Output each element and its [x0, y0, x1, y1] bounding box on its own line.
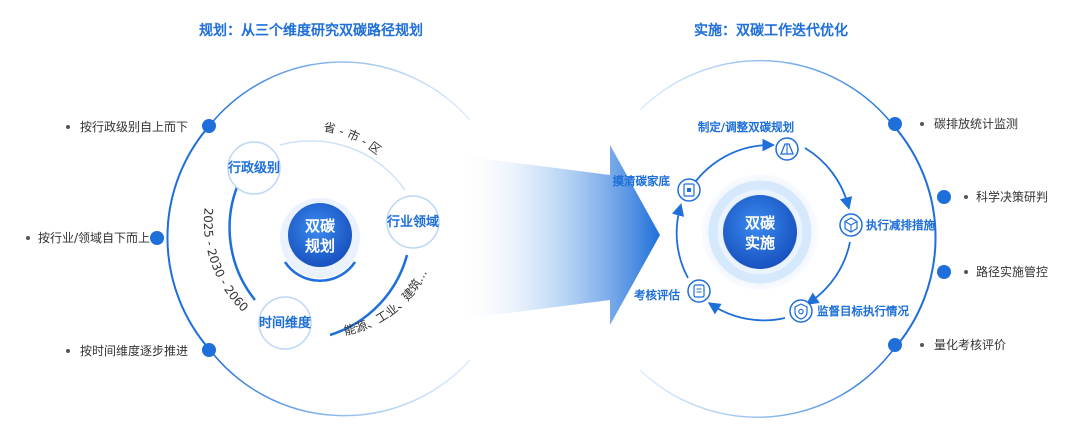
node-industry-field: 行业领域	[386, 195, 440, 249]
svg-text:时间维度: 时间维度	[259, 315, 312, 331]
svg-text:摸清碳家底: 摸清碳家底	[613, 174, 671, 188]
bullet-monitoring: 碳排放统计监测	[934, 116, 1018, 131]
bullet-industry: 按行业/领域自下而上	[38, 231, 150, 245]
planning-center	[288, 203, 352, 267]
outer-arc-top	[209, 61, 471, 126]
outer-arc-bottom	[209, 349, 471, 417]
implementation-center-line2: 实施	[745, 234, 775, 252]
bullet-dot-industry	[150, 231, 164, 245]
inner-arc-bottom	[329, 254, 409, 337]
bullet-control: 路径实施管控	[976, 264, 1048, 279]
bullet-time: 按时间维度逐步推进	[80, 343, 188, 358]
clipboard-icon	[693, 284, 705, 298]
cube-icon	[844, 217, 858, 233]
bullet-dot-control	[937, 265, 951, 279]
cycle-step-assess: 考核评估	[634, 279, 711, 303]
svg-text:行业领域: 行业领域	[386, 214, 439, 230]
svg-text:省 - 市 - 区: 省 - 市 - 区	[322, 120, 383, 157]
arc-label-admin-levels: 省 - 市 - 区	[322, 120, 383, 157]
bullet-dot-evaluation	[888, 338, 902, 352]
ruler-triangle-icon	[780, 143, 794, 155]
inner-arc-left	[228, 179, 256, 301]
transition-arrow	[455, 145, 660, 325]
arc-label-years: 2025 - 2030 - 2060	[201, 207, 251, 314]
implementation-center-line1: 双碳	[745, 214, 776, 232]
svg-text:制定/调整双碳规划: 制定/调整双碳规划	[698, 120, 794, 134]
svg-text:考核评估: 考核评估	[634, 288, 680, 302]
implementation-title: 实施：双碳工作迭代优化	[694, 23, 848, 39]
node-time-dimension: 时间维度	[258, 296, 312, 350]
bullet-evaluation: 量化考核评价	[934, 338, 1006, 352]
svg-text:能源、工业、建筑...: 能源、工业、建筑...	[343, 267, 430, 338]
svg-text:2025 - 2030 - 2060: 2025 - 2030 - 2060	[201, 207, 251, 314]
implementation-diagram: 碳排放统计监测 科学决策研判 路径实施管控 量化考核评价 双碳 实施 制定/调整…	[613, 59, 1048, 418]
bullet-admin: 按行政级别自上而下	[80, 120, 188, 134]
svg-text:执行减排措施: 执行减排措施	[866, 218, 935, 232]
planning-title: 规划：从三个维度研究双碳路径规划	[199, 23, 423, 39]
node-admin-level: 行政级别	[227, 141, 281, 195]
planning-diagram: 按行政级别自上而下 按行业/领域自下而上 按时间维度逐步推进 省 - 市 - 区…	[26, 61, 471, 417]
outer-arc-left	[166, 124, 211, 351]
arc-label-industries: 能源、工业、建筑...	[343, 267, 430, 338]
bullet-decision: 科学决策研判	[976, 189, 1048, 204]
bullet-dot-admin	[202, 119, 216, 133]
document-icon	[683, 183, 695, 197]
planning-center-line2: 规划	[305, 237, 335, 255]
cycle-step-baseline: 摸清碳家底	[613, 174, 701, 202]
implementation-center	[723, 195, 797, 269]
outer-arc-right	[892, 124, 937, 351]
cycle-step-execute: 执行减排措施	[839, 213, 935, 237]
planning-center-line1: 双碳	[305, 217, 336, 235]
cycle-step-supervise: 监督目标执行情况	[789, 299, 909, 323]
shield-check-icon	[794, 303, 808, 320]
bullet-dot-decision	[937, 190, 951, 204]
bullet-dot-monitoring	[888, 117, 902, 131]
cycle-step-plan: 制定/调整双碳规划	[698, 120, 799, 161]
svg-text:行政级别: 行政级别	[227, 160, 280, 176]
svg-text:监督目标执行情况: 监督目标执行情况	[817, 304, 909, 318]
bullet-dot-time	[202, 343, 216, 357]
